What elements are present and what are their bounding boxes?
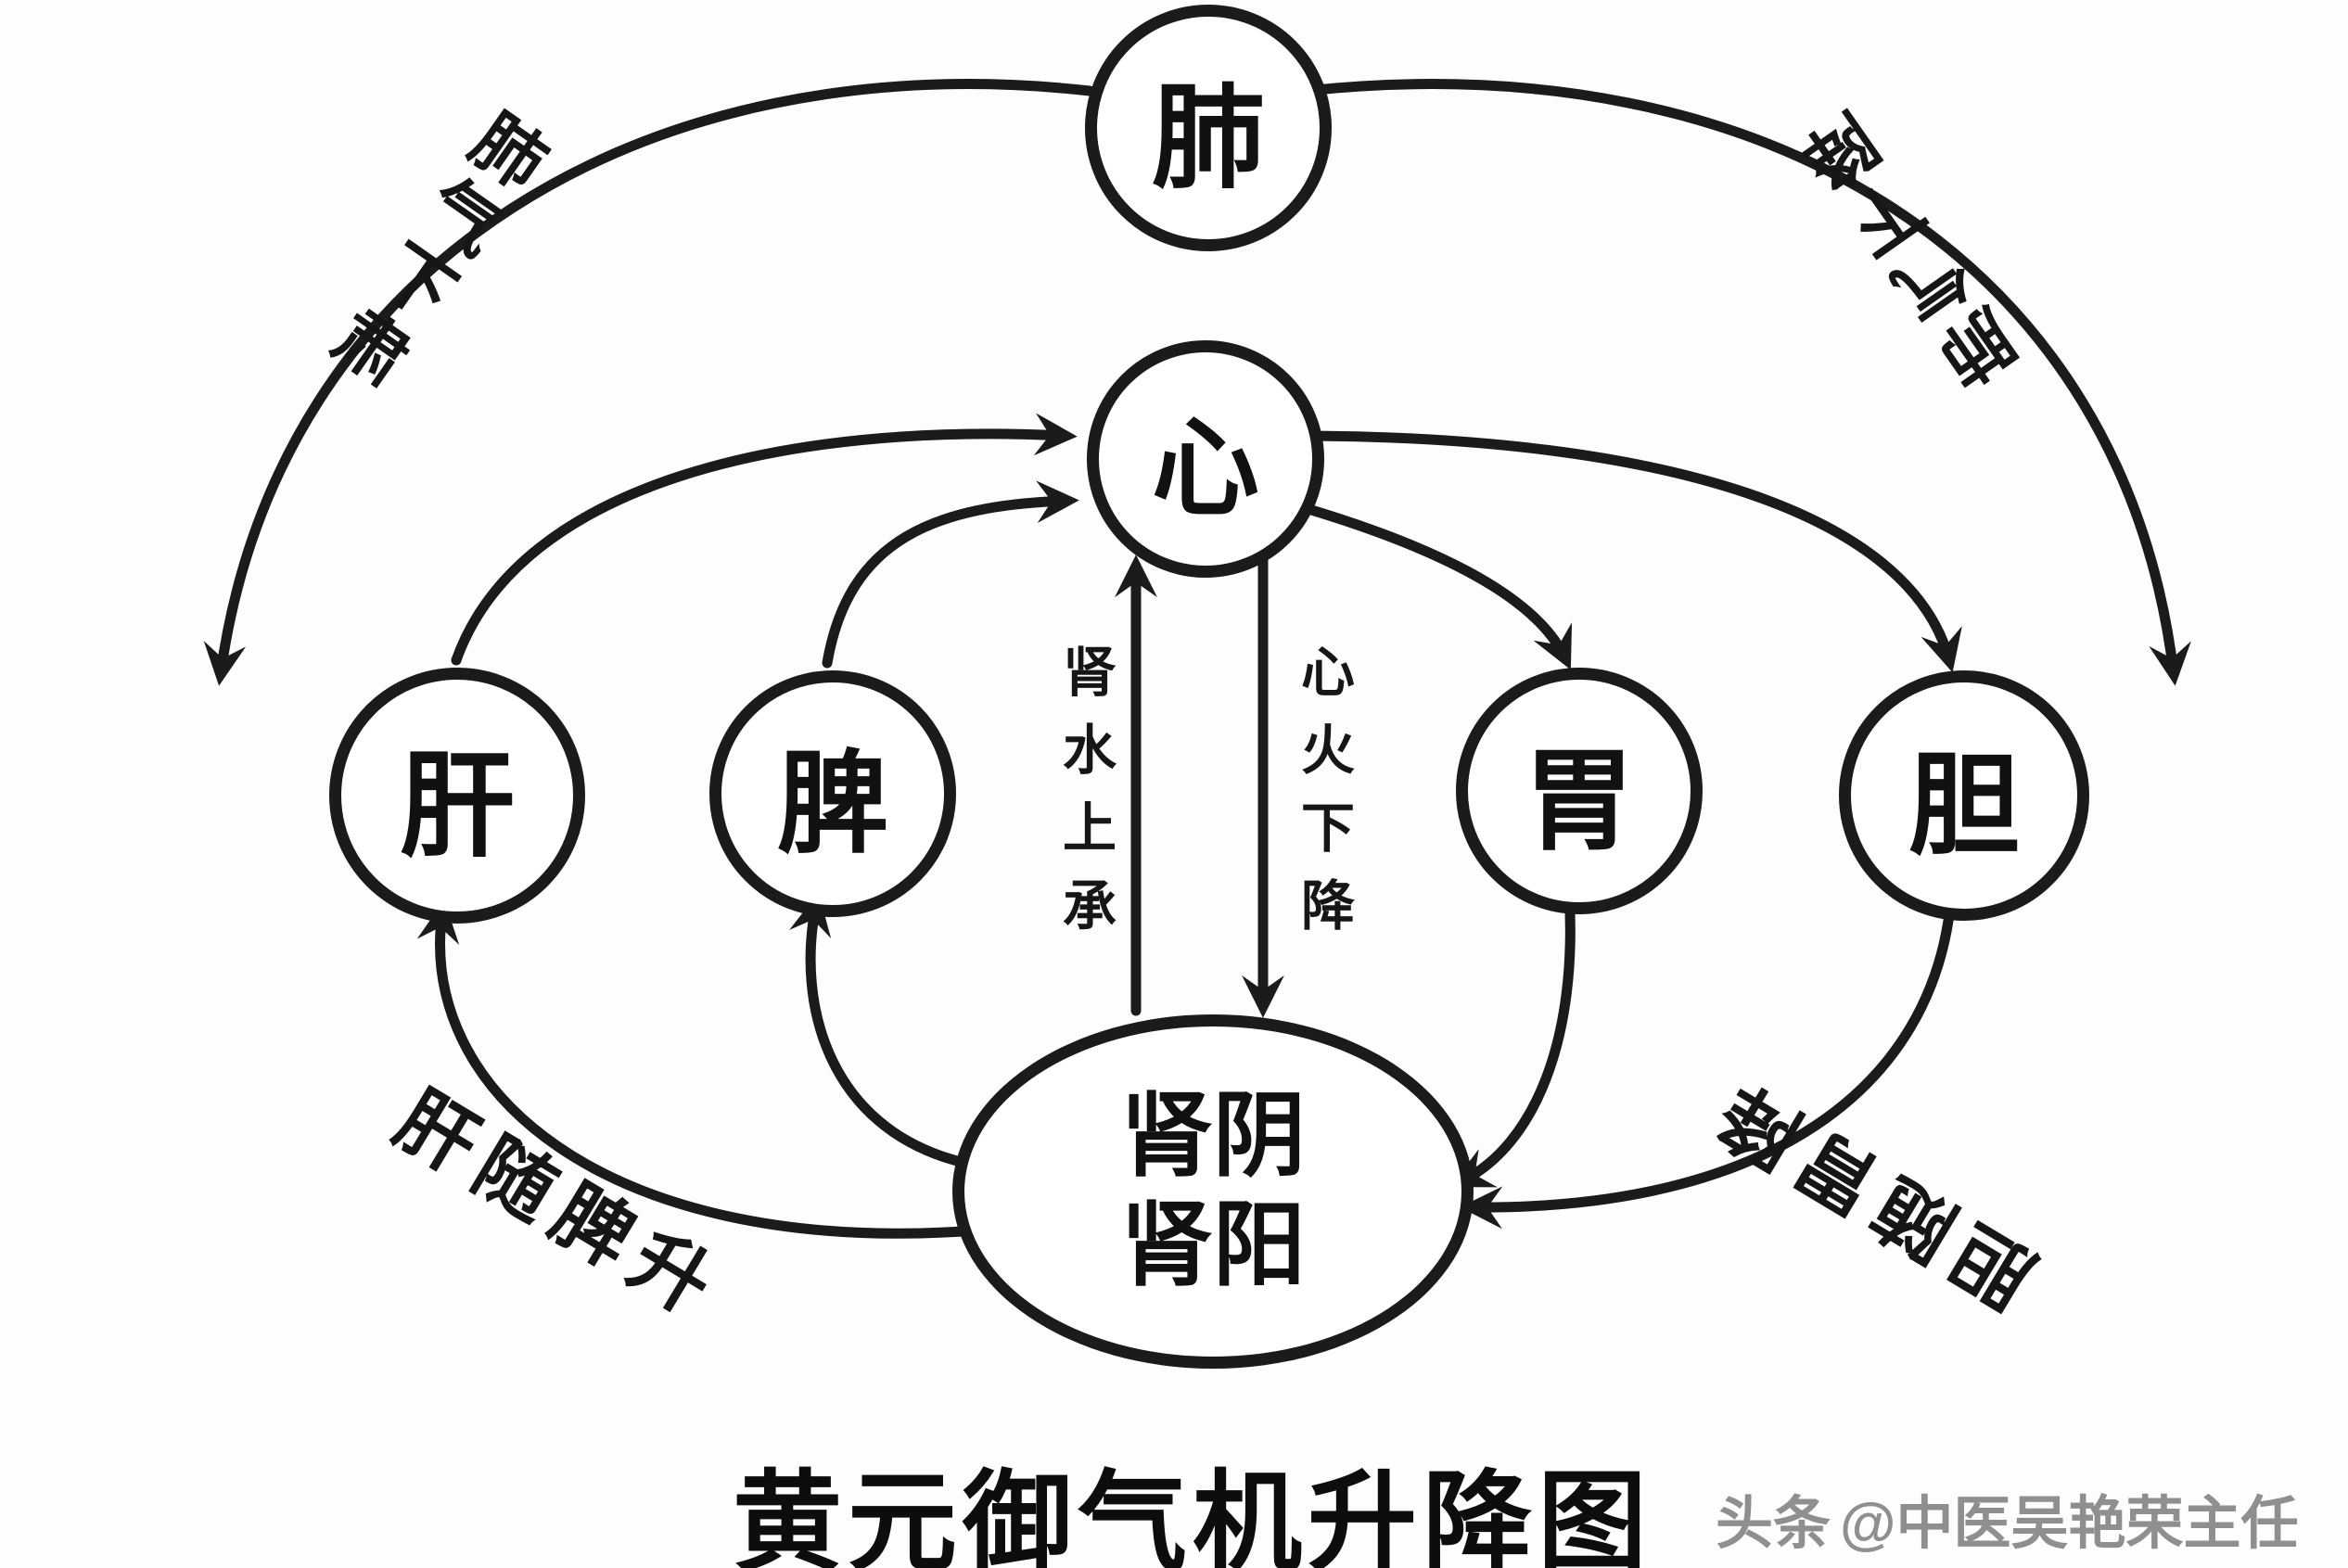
- edge-label-kidney-water-ascend: 肾水上承: [1054, 644, 1115, 955]
- node-heart-label: 心: [1152, 411, 1259, 529]
- node-spleen: 脾: [709, 670, 956, 917]
- node-heart: 心: [1087, 340, 1324, 578]
- node-kidney: 肾阴 肾阳: [952, 1014, 1474, 1369]
- watermark: 头条 @中医吴艳荣主任: [1716, 1476, 2298, 1560]
- node-stomach-label: 胃: [1524, 740, 1635, 863]
- watermark-handle: @中医吴艳荣主任: [1840, 1492, 2299, 1556]
- node-gallbladder: 胆: [1839, 670, 2089, 921]
- edge-heart-to-gallbladder: [1291, 430, 1962, 673]
- node-kidney-label-line2: 肾阳: [1120, 1194, 1306, 1297]
- edge-gallbladder-to-kidney: [1460, 893, 1957, 1230]
- node-liver-label: 肝: [399, 744, 515, 871]
- edge-heart-to-stomach: [1274, 495, 1573, 670]
- node-liver: 肝: [329, 668, 585, 924]
- edge-lung-to-right: [1300, 79, 2191, 686]
- edge-spleen-to-heart: [822, 480, 1079, 669]
- node-lung-label: 肺: [1152, 76, 1265, 202]
- watermark-brand: 头条: [1716, 1492, 1831, 1556]
- node-gallbladder-label: 胆: [1908, 745, 2020, 868]
- edge-liver-to-heart: [451, 413, 1078, 666]
- edge-kidney-to-spleen: [789, 892, 963, 1166]
- edge-stomach-to-kidney: [1449, 886, 1576, 1188]
- node-kidney-label-line1: 肾阴: [1120, 1085, 1306, 1188]
- node-spleen-label: 脾: [777, 743, 888, 866]
- node-lung: 肺: [1085, 5, 1332, 251]
- edge-label-heart-fire-descend: 心火下降: [1293, 644, 1353, 955]
- node-stomach: 胃: [1456, 668, 1703, 914]
- edge-lung-to-left: [203, 79, 1095, 686]
- diagram-title: 黄元御气机升降图: [733, 1463, 1653, 1568]
- edge-kidney-to-liver: [416, 899, 968, 1239]
